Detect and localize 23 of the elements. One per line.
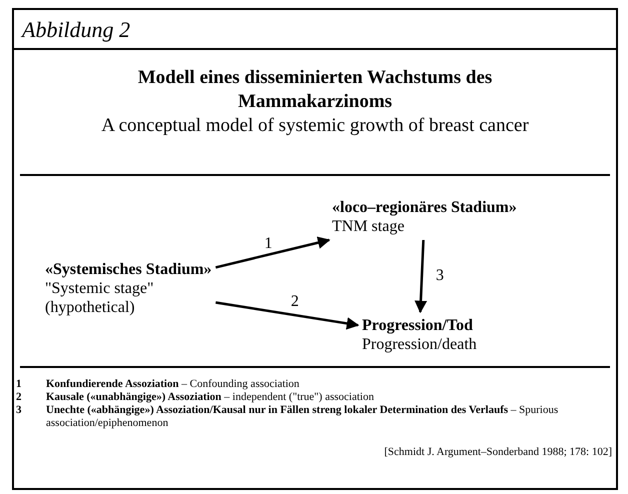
node-text: TNM stage (332, 217, 406, 236)
arrow (216, 301, 360, 330)
node-heading: «loco–regionäres Stadium» (332, 198, 517, 217)
footnote-text: Konfundierende Assoziation – Confounding association (46, 378, 300, 391)
arrow (215, 236, 330, 269)
node-text: "Systemic stage" (45, 279, 155, 298)
footnote-text: Unechte («abhängige») Assoziation/Kausal nur in Fällen streng lokaler Determination des Verlaufs – Spurious association/epiphenomenon (46, 404, 560, 430)
figure-label: Abbildung 2 (22, 16, 130, 44)
arrow (414, 240, 428, 314)
edge-label: 3 (436, 268, 444, 284)
edge-label: 2 (290, 294, 299, 310)
footnote-text: Kausale («unabhängige») Assoziation – independent ("true") association (46, 391, 375, 404)
footnote-number: 3 (16, 404, 22, 418)
node-text: Progression/death (362, 335, 477, 354)
footnote-number: 2 (16, 391, 22, 404)
edge-label: 1 (264, 236, 272, 252)
node-text: (hypothetical) (45, 298, 136, 317)
subtitle: A conceptual model of systemic growth of breast cancer (101, 114, 529, 138)
node-heading: «Systemisches Stadium» (45, 260, 212, 279)
node-heading: Progression/Tod (362, 316, 474, 335)
title: Modell eines disseminierten Wachstums des Mammakarzinoms (136, 66, 494, 114)
footnote-number: 1 (16, 378, 22, 391)
citation: [Schmidt J. Argument–Sonderband 1988; 178: 102] (384, 445, 612, 460)
